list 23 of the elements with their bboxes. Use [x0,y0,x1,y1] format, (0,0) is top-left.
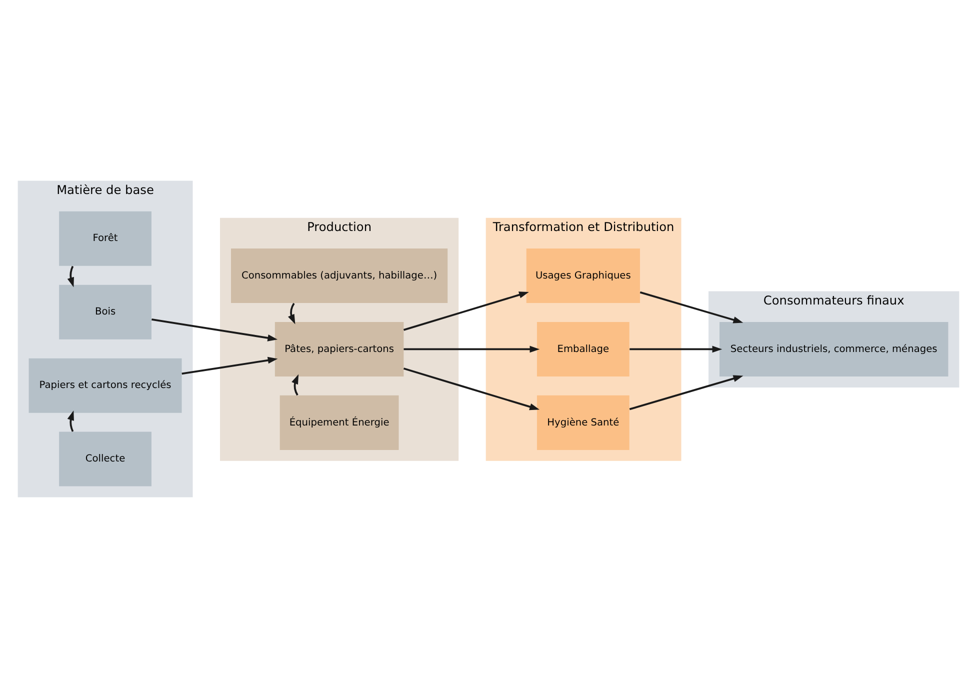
arrow [66,410,74,432]
node-box: Consommables (adjuvants, habillage…) [230,248,448,303]
node-box: Forêt [58,210,151,266]
arrow [629,345,722,352]
arrow [402,291,528,330]
arrow [628,374,743,410]
arrow [288,302,295,324]
node-box: Collecte [58,431,151,486]
node-box: Pâtes, papiers-cartons [274,321,404,376]
arrow [66,265,74,287]
node-box: Papiers et cartons recyclés [28,358,182,412]
arrow [402,367,539,410]
node-box: Usages Graphiques [526,248,640,303]
node-box: Emballage [536,321,629,376]
node-box: Secteurs industriels, commerce, ménages [719,321,948,376]
node-box: Bois [58,284,151,339]
arrow [403,345,540,352]
node-box: Hygiène Santé [536,394,629,450]
arrow [639,290,743,323]
arrow [181,356,278,374]
arrow [151,318,278,341]
node-box: Équipement Énergie [279,394,398,450]
arrow [291,374,298,396]
